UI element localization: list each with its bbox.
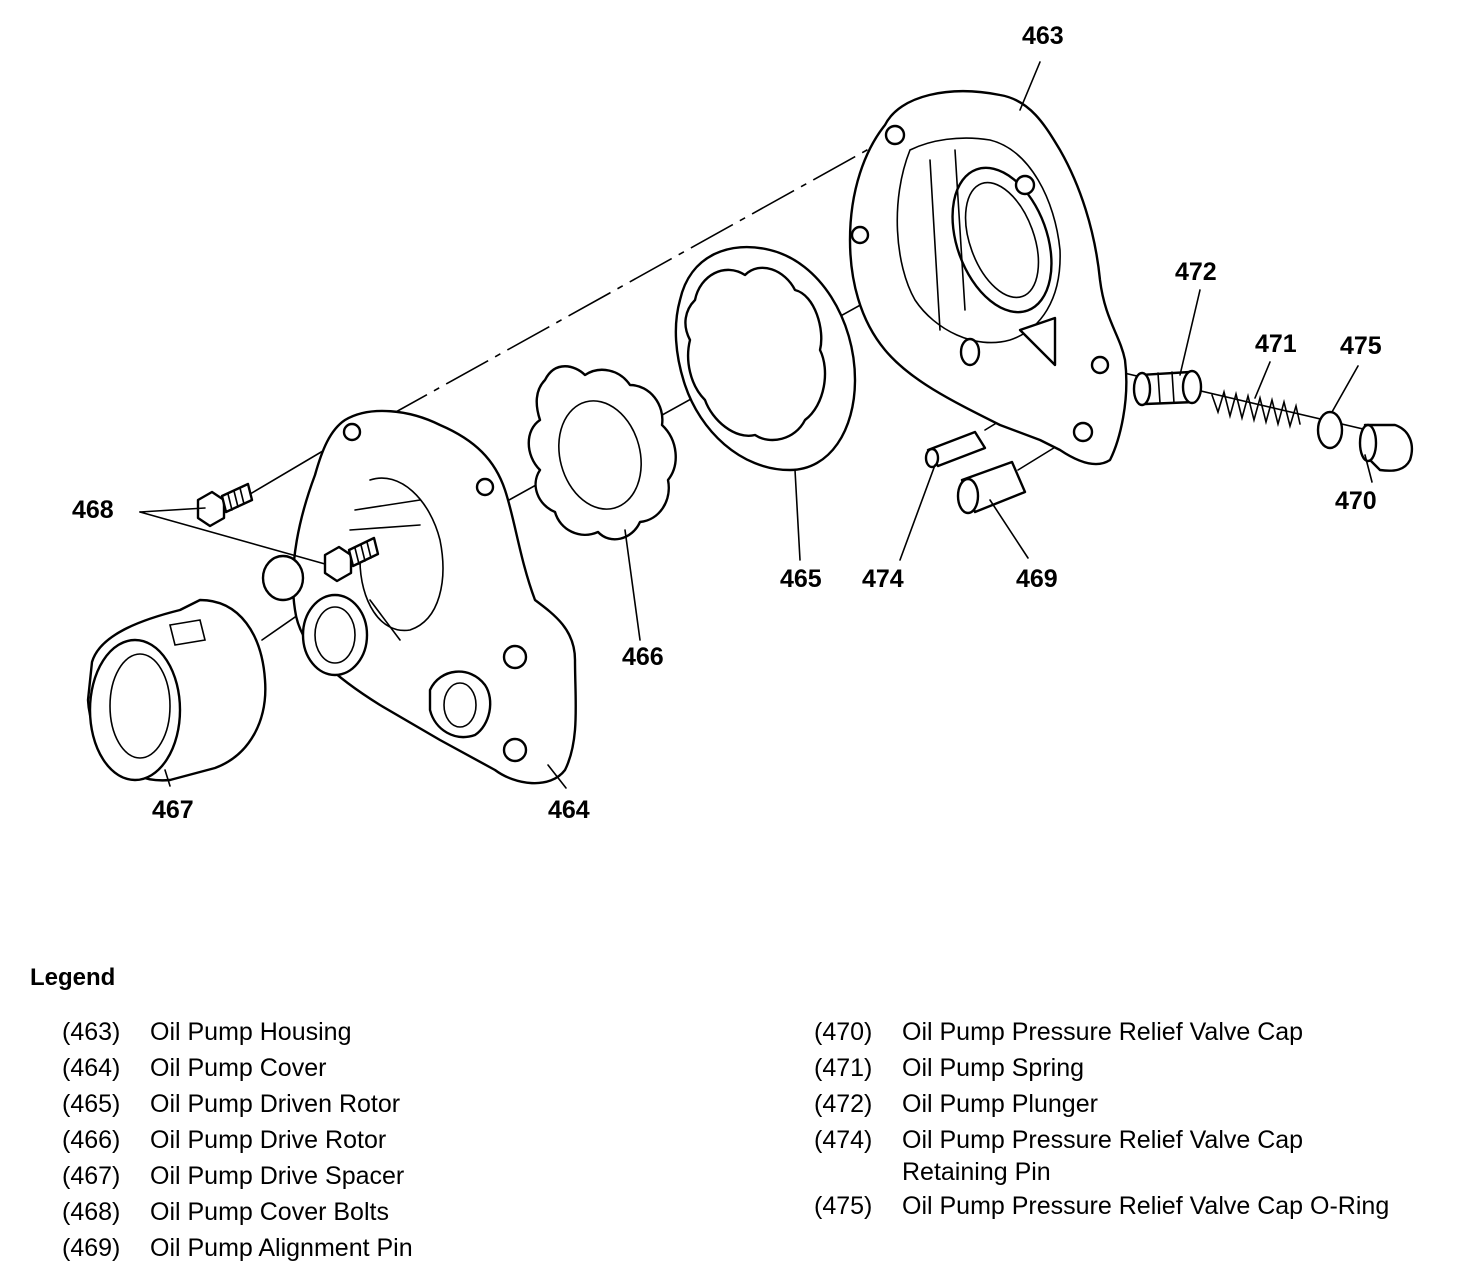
legend-item-label: Oil Pump Housing [150, 1018, 352, 1046]
callout-464: 464 [548, 796, 590, 824]
legend-item-number: (471) [814, 1054, 873, 1082]
retaining-pin [924, 430, 987, 469]
legend-item-label: Oil Pump Drive Rotor [150, 1126, 387, 1154]
legend-item: (465) Oil Pump Driven Rotor [62, 1086, 413, 1122]
legend-item-label: Oil Pump Cover Bolts [150, 1198, 389, 1226]
callout-471: 471 [1255, 330, 1297, 358]
callout-469: 469 [1016, 565, 1058, 593]
valve-cap [1358, 423, 1414, 472]
legend-item-number: (470) [814, 1018, 873, 1046]
legend-item: (466) Oil Pump Drive Rotor [62, 1122, 413, 1158]
oil-pump-drive-rotor [527, 365, 677, 541]
legend-title: Legend [30, 964, 116, 991]
legend-item-number: (474) [814, 1126, 873, 1154]
alignment-pin [956, 460, 1027, 515]
legend-item: (467) Oil Pump Drive Spacer [62, 1158, 413, 1194]
legend-item-label: Oil Pump Pressure Relief Valve Cap [902, 1018, 1304, 1046]
legend-item-number: (467) [62, 1162, 121, 1190]
callout-468: 468 [72, 496, 114, 524]
legend-item-number: (466) [62, 1126, 121, 1154]
legend-item-number: (469) [62, 1234, 121, 1262]
spring [1211, 388, 1301, 430]
legend-item: (464) Oil Pump Cover [62, 1050, 413, 1086]
oil-pump-housing [848, 90, 1128, 466]
o-ring [1316, 410, 1344, 450]
legend-item: (469) Oil Pump Alignment Pin [62, 1230, 413, 1266]
legend-item: (474) Oil Pump Pressure Relief Valve Cap… [814, 1122, 1389, 1188]
legend-item: (471) Oil Pump Spring [814, 1050, 1389, 1086]
legend-item: (475) Oil Pump Pressure Relief Valve Cap… [814, 1188, 1389, 1224]
callout-463: 463 [1022, 22, 1064, 50]
legend-item-number: (463) [62, 1018, 121, 1046]
callout-470: 470 [1335, 487, 1377, 515]
legend-item-number: (468) [62, 1198, 121, 1226]
oil-pump-drive-spacer [86, 598, 267, 782]
exploded-parts-diagram: 463 464 465 466 467 468 469 470 471 472 … [72, 22, 1414, 824]
legend-item-label: Oil Pump Cover [150, 1054, 327, 1082]
callout-475: 475 [1340, 332, 1382, 360]
oil-pump-driven-rotor [674, 245, 857, 472]
callout-472: 472 [1175, 258, 1217, 286]
legend-item-label: Oil Pump Pressure Relief Valve Cap O-Rin… [902, 1192, 1390, 1220]
oil-pump-cover-bolt-lower [323, 536, 380, 583]
legend-item-label: Oil Pump Spring [902, 1054, 1085, 1082]
legend-item-number: (465) [62, 1090, 121, 1118]
oil-pump-cover-bolt-upper [196, 482, 254, 528]
legend-item: (468) Oil Pump Cover Bolts [62, 1194, 413, 1230]
legend-item: (463) Oil Pump Housing [62, 1014, 413, 1050]
legend-item-number: (464) [62, 1054, 121, 1082]
legend-item-number: (475) [814, 1192, 873, 1220]
oil-pump-cover [291, 409, 577, 785]
legend-item-number: (472) [814, 1090, 873, 1118]
cover-washer [261, 554, 305, 602]
legend-item: (470) Oil Pump Pressure Relief Valve Cap [814, 1014, 1389, 1050]
legend-left-column: (463) Oil Pump Housing (464) Oil Pump Co… [62, 1014, 413, 1266]
legend-item-label: Oil Pump Alignment Pin [150, 1234, 413, 1262]
legend-right-column: (470) Oil Pump Pressure Relief Valve Cap… [814, 1014, 1389, 1224]
legend-item-label: Oil Pump Plunger [902, 1090, 1098, 1118]
callout-467: 467 [152, 796, 194, 824]
callout-466: 466 [622, 643, 664, 671]
callout-465: 465 [780, 565, 822, 593]
legend-item-label: Oil Pump Drive Spacer [150, 1162, 405, 1190]
legend-item: (472) Oil Pump Plunger [814, 1086, 1389, 1122]
plunger [1132, 369, 1203, 407]
callout-474: 474 [862, 565, 904, 593]
legend-item-label: Oil Pump Pressure Relief Valve Cap Retai… [902, 1126, 1304, 1186]
legend-item-label: Oil Pump Driven Rotor [150, 1090, 401, 1118]
